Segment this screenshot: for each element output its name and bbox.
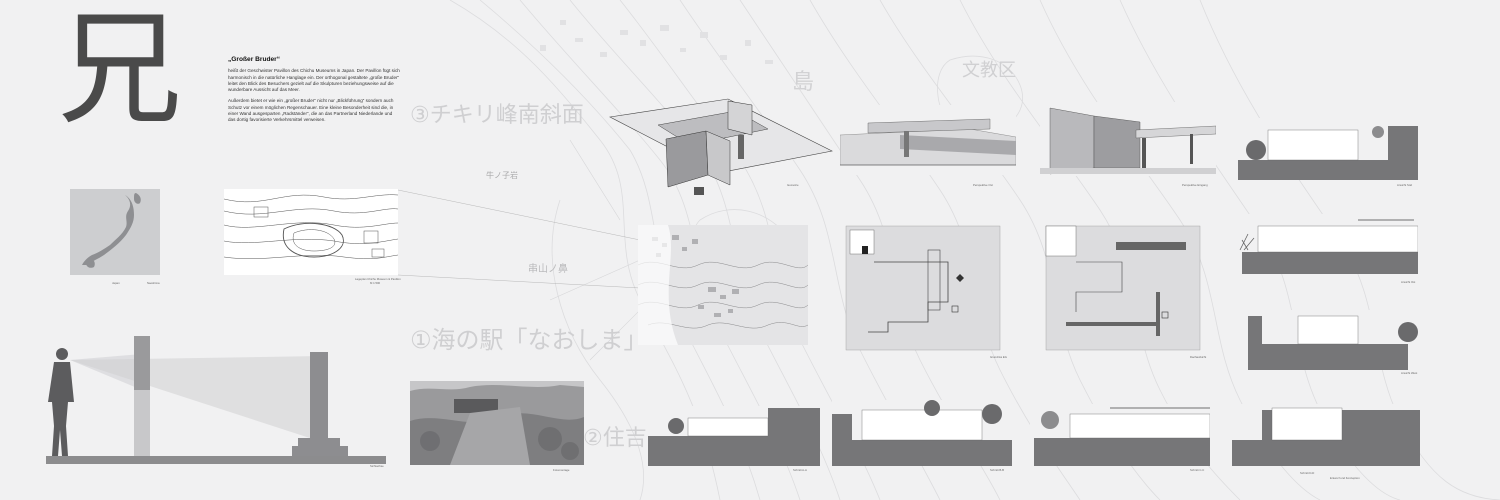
site-plan: [224, 189, 398, 275]
bottom-section-2: [832, 400, 1012, 466]
caption-section-1: Ansicht Süd: [1397, 183, 1412, 187]
caption-section-3: Ansicht West: [1401, 371, 1418, 375]
caption-japan-2: Naoshima: [147, 281, 160, 285]
caption-plan-2: Dachaufsicht: [1190, 355, 1207, 359]
map-label-2: ②住吉: [583, 426, 647, 451]
bottom-section-4: [1232, 404, 1420, 466]
intro-paragraph-2: Außerdem bietet er wie ein „großer Brude…: [228, 98, 394, 123]
intro-paragraph-1: heißt der Geschwister Pavillon des Chich…: [228, 68, 400, 93]
map-place-3: 島: [792, 70, 815, 95]
caption-bottom-section-1: Schnitt A-A: [793, 468, 807, 472]
caption-photo: Fotomontage: [553, 468, 570, 472]
caption-credit: Entwurf und Konzeption: [1330, 476, 1360, 480]
perspective-east: [840, 105, 1016, 175]
aerial-map: [638, 225, 808, 345]
photo-montage: [410, 381, 584, 465]
intro-text-block: „Großer Bruder“ heißt der Geschwister Pa…: [228, 56, 400, 129]
japan-map: [70, 189, 160, 275]
section-east: [1238, 214, 1418, 274]
caption-japan-1: Japan: [112, 281, 120, 285]
caption-sightline: Sichtachse: [370, 464, 384, 468]
caption-perspective-2: Perspektive Eingang: [1182, 183, 1208, 187]
map-place-1: 牛ノ子岩: [486, 171, 518, 180]
caption-section-2: Ansicht Ost: [1401, 280, 1416, 284]
floor-plan-ground: [845, 225, 1001, 351]
bottom-section-1: [648, 406, 820, 466]
caption-plan-1: Grundriss EG: [990, 355, 1007, 359]
map-label-1: ①海の駅「なおしま」: [410, 326, 648, 354]
sightline-diagram: [46, 330, 386, 468]
caption-bottom-section-4: Schnitt D-D: [1300, 471, 1315, 475]
caption-bottom-section-2: Schnitt B-B: [990, 468, 1004, 472]
poster-title: „Großer Bruder“: [228, 56, 281, 63]
caption-isometric: Isometrie: [787, 183, 799, 187]
map-place-2: 文教区: [962, 60, 1016, 81]
floor-plan-roof: [1045, 225, 1201, 351]
perspective-entrance: [1040, 102, 1216, 176]
caption-site: Lageplan Chichu Museum & Pavillon: [355, 277, 401, 281]
section-south: [1238, 118, 1418, 180]
isometric-view: [609, 98, 833, 195]
caption-bottom-section-3: Schnitt C-C: [1190, 468, 1205, 472]
caption-site-scale: M 1:500: [370, 281, 381, 285]
map-label-3: ③チキリ峰南斜面: [410, 103, 584, 128]
map-place-4: 串山ノ鼻: [528, 264, 568, 275]
section-west: [1248, 310, 1420, 370]
bottom-section-3: [1030, 404, 1210, 466]
kanji-title: 兄: [58, 0, 183, 142]
caption-perspective-1: Perspektive Ost: [973, 183, 993, 187]
